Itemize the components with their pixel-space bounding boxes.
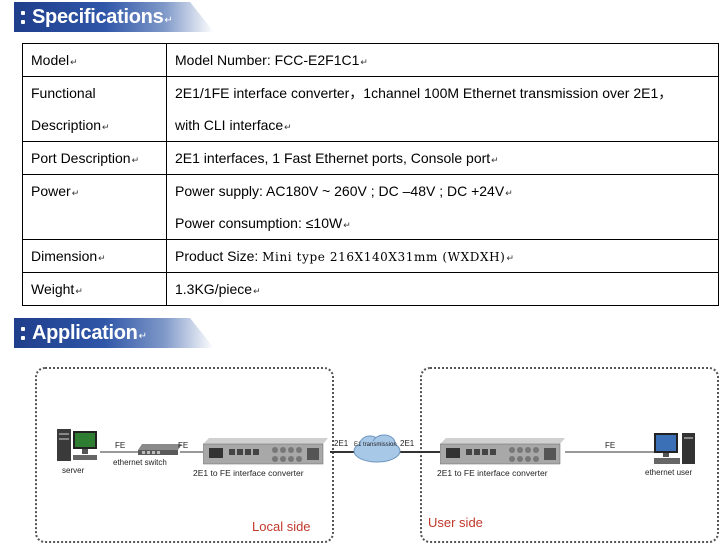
- fe-link-converter-user: [565, 451, 655, 453]
- row-value-weight: 1.3KG/piece: [175, 281, 253, 297]
- table-row: Weight↵ 1.3KG/piece↵: [22, 272, 719, 306]
- row-label-weight: Weight: [31, 281, 75, 297]
- bullet-icon: [14, 326, 32, 340]
- row-value-model: Model Number: FCC-E2F1C1: [175, 52, 360, 68]
- fe-label-2: FE: [178, 441, 189, 450]
- server-computer-icon: [57, 429, 97, 461]
- fe-label-1: FE: [115, 441, 126, 450]
- local-side-label: Local side: [252, 519, 311, 534]
- row-label-power: Power: [31, 183, 71, 199]
- ethernet-switch-icon: [138, 444, 182, 455]
- row-label-functional: Functional: [31, 85, 96, 101]
- switch-label: ethernet switch: [113, 458, 167, 467]
- row-label-dimension: Dimension: [31, 248, 98, 264]
- cloud-label: E1 transmission: [354, 442, 397, 448]
- bullet-icon: [14, 10, 32, 24]
- row-label-port: Port Description: [31, 150, 131, 166]
- e1-label-right: 2E1: [400, 439, 415, 448]
- row-label-model: Model: [31, 52, 70, 68]
- table-row: Dimension↵ Product Size: Mini type 216X1…: [22, 239, 719, 273]
- row-value-power-consumption: Power consumption: ≤10W: [175, 215, 343, 231]
- local-converter-device-icon: [203, 438, 328, 465]
- row-value-dimension: Mini type 216X140X31mm (WXDXH): [262, 250, 506, 264]
- fe-link-server-switch: [100, 451, 140, 453]
- table-row: Model↵ Model Number: FCC-E2F1C1↵: [22, 43, 719, 77]
- server-label: server: [62, 466, 85, 475]
- specifications-heading: Specifications: [32, 5, 164, 28]
- fe-link-switch-converter: [180, 451, 205, 453]
- application-banner: Application ↵: [14, 318, 214, 348]
- application-diagram: server FE ethernet switch FE 2E1 to FE i…: [0, 355, 720, 545]
- application-heading: Application: [32, 321, 138, 344]
- user-converter-device-icon: [440, 438, 565, 465]
- user-side-zone: [420, 367, 719, 543]
- local-side-zone: [35, 367, 334, 543]
- row-label-description: Description: [31, 117, 102, 133]
- e1-label-left: 2E1: [334, 439, 349, 448]
- fe-label-3: FE: [605, 441, 616, 450]
- table-row: Functional Description↵ 2E1/1FE interfac…: [22, 76, 719, 142]
- cloud-icon: [353, 434, 401, 463]
- row-value-power-supply: Power supply: AC180V ~ 260V ; DC –48V ; …: [175, 183, 505, 199]
- row-value-dimension-prefix: Product Size:: [175, 248, 263, 264]
- specifications-banner: Specifications ↵: [14, 2, 214, 32]
- row-value-functional-1: 2E1/1FE interface converter，1channel 100…: [175, 85, 673, 101]
- ethernet-user-label: ethernet user: [645, 468, 693, 477]
- ethernet-user-computer-icon: [654, 433, 695, 464]
- row-value-port: 2E1 interfaces, 1 Fast Ethernet ports, C…: [175, 150, 491, 166]
- local-converter-label: 2E1 to FE interface converter: [193, 468, 304, 478]
- user-converter-label: 2E1 to FE interface converter: [437, 468, 548, 478]
- table-row: Port Description↵ 2E1 interfaces, 1 Fast…: [22, 141, 719, 175]
- row-value-functional-2: with CLI interface: [175, 117, 284, 133]
- user-side-label: User side: [428, 515, 483, 530]
- table-row: Power↵ Power supply: AC180V ~ 260V ; DC …: [22, 174, 719, 240]
- specifications-table: Model↵ Model Number: FCC-E2F1C1↵ Functio…: [22, 43, 719, 306]
